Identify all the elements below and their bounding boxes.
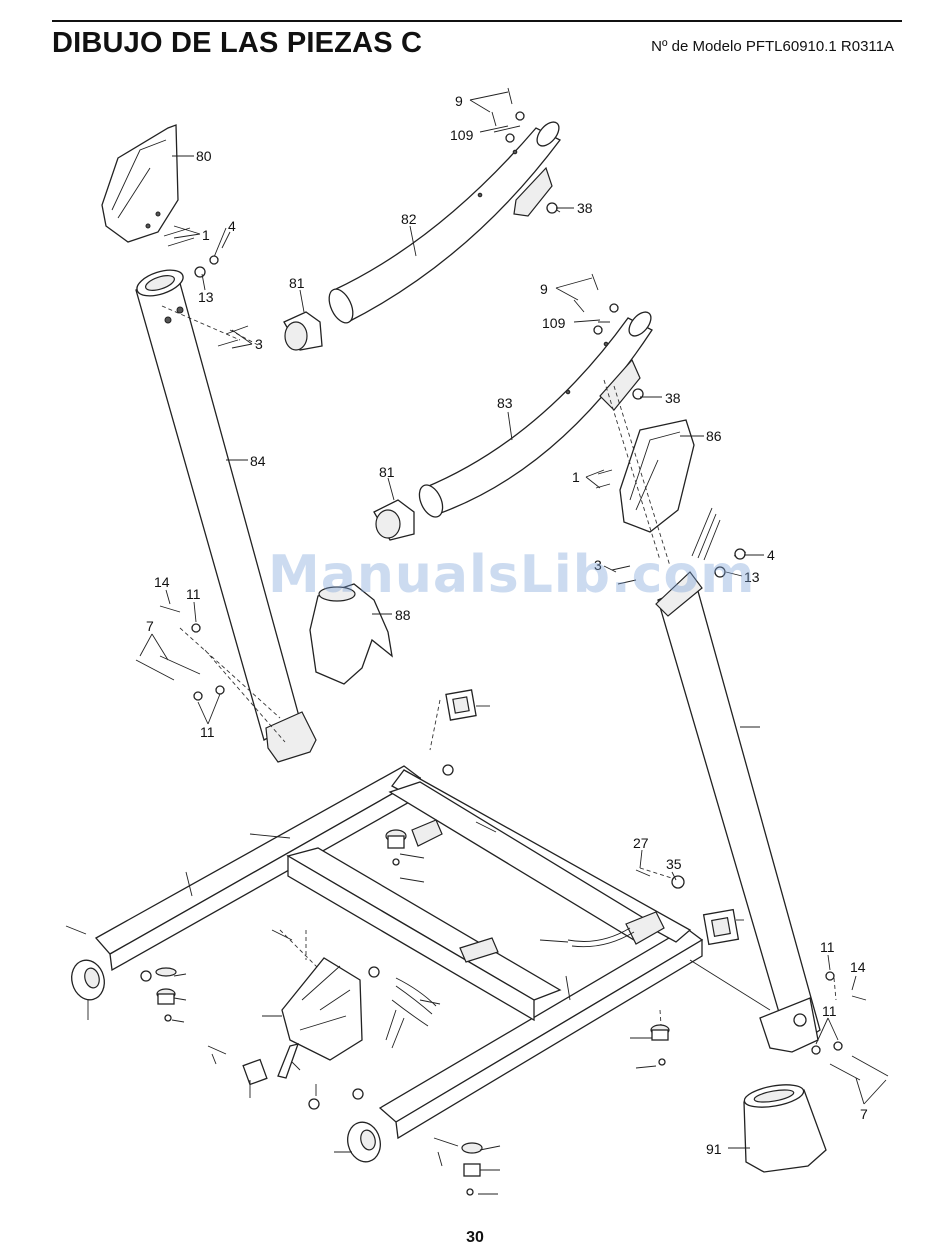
page-number: 30 <box>0 1229 950 1247</box>
callout-11: 11 <box>822 1003 837 1019</box>
callout-9: 9 <box>540 281 548 297</box>
callout-91: 91 <box>706 1141 722 1157</box>
part-83-lower-handrail <box>415 308 655 521</box>
callout-7: 7 <box>146 618 154 634</box>
part-88-base-cover <box>310 584 392 684</box>
callout-27: 27 <box>633 835 649 851</box>
callout-9: 9 <box>455 93 463 109</box>
callout-3: 3 <box>594 557 602 573</box>
callout-84: 84 <box>250 453 266 469</box>
callout-11: 11 <box>820 939 835 955</box>
callout-1: 1 <box>202 227 210 243</box>
part-81-end-cap-upper <box>284 312 322 350</box>
callout-38: 38 <box>665 390 681 406</box>
callout-1: 1 <box>572 469 580 485</box>
part-80-left-cover <box>102 125 178 242</box>
part-86-right-cover <box>620 420 694 532</box>
callout-4: 4 <box>767 547 775 563</box>
callout-35: 35 <box>666 856 682 872</box>
callout-86: 86 <box>706 428 722 444</box>
callout-14: 14 <box>154 574 170 590</box>
callout-3: 3 <box>255 336 263 352</box>
callout-4: 4 <box>228 218 236 234</box>
callout-109: 109 <box>542 315 566 331</box>
callout-88: 88 <box>395 607 411 623</box>
part-82-upper-handrail <box>324 118 563 326</box>
callout-83: 83 <box>497 395 513 411</box>
callout-11: 11 <box>186 586 201 602</box>
callout-82: 82 <box>401 211 417 227</box>
part-81-end-cap-lower <box>374 500 414 540</box>
callout-109: 109 <box>450 127 474 143</box>
callout-38: 38 <box>577 200 593 216</box>
part-right-upright <box>656 508 820 1052</box>
part-motor-assembly <box>243 958 362 1084</box>
callout-11: 11 <box>200 724 215 740</box>
callout-80: 80 <box>196 148 212 164</box>
callout-7: 7 <box>860 1106 868 1122</box>
callout-13: 13 <box>198 289 214 305</box>
callout-14: 14 <box>850 959 866 975</box>
part-91-rear-cover <box>743 1081 826 1172</box>
callout-81: 81 <box>379 464 395 480</box>
callout-81: 81 <box>289 275 305 291</box>
callout-13: 13 <box>744 569 760 585</box>
